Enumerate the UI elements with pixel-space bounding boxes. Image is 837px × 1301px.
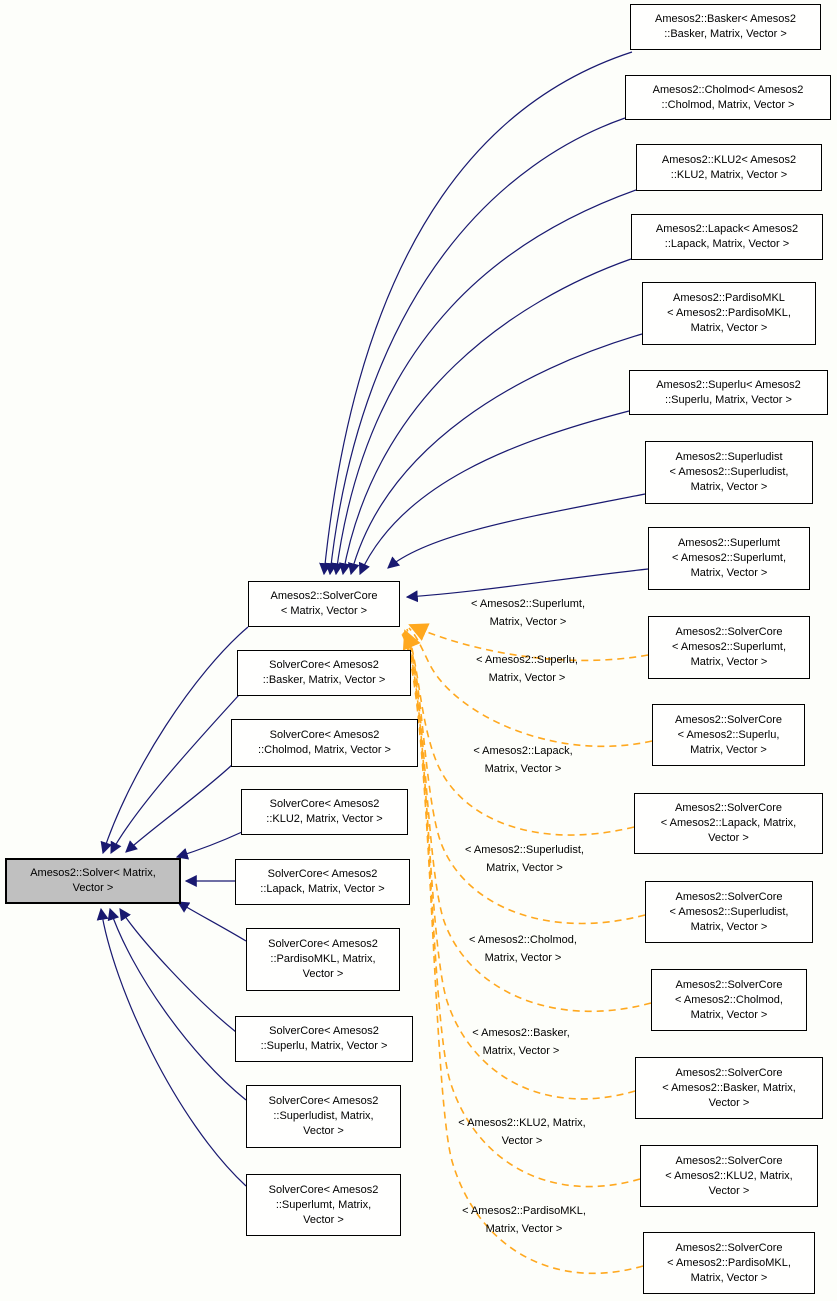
edge-label-lapack: < Amesos2::Lapack, Matrix, Vector > — [473, 745, 573, 775]
edge-label-klu2: < Amesos2::KLU2, Matrix, Vector > — [458, 1117, 586, 1147]
class-node-amesos2-klu2[interactable]: Amesos2::KLU2< Amesos2 ::KLU2, Matrix, V… — [636, 144, 822, 191]
class-node-solvercore-inst-klu2[interactable]: Amesos2::SolverCore < Amesos2::KLU2, Mat… — [640, 1145, 818, 1207]
edge-label-pardisomkl: < Amesos2::PardisoMKL, Matrix, Vector > — [462, 1205, 586, 1235]
edge-sc-basker-to-solver — [110, 694, 240, 855]
edge-sc-superlu-to-solver — [119, 907, 237, 1033]
edge-solvercore-to-solver — [100, 626, 249, 855]
edge-superlu-to-solvercore — [358, 410, 630, 576]
class-node-amesos2-cholmod[interactable]: Amesos2::Cholmod< Amesos2 ::Cholmod, Mat… — [625, 75, 831, 120]
class-node-solvercore-inst-superludist[interactable]: Amesos2::SolverCore < Amesos2::Superludi… — [645, 881, 813, 943]
edge-klu2-to-solvercore — [331, 189, 637, 576]
class-node-solvercore-superludist[interactable]: SolverCore< Amesos2 ::Superludist, Matri… — [246, 1085, 401, 1148]
class-node-amesos2-pardisomkl[interactable]: Amesos2::PardisoMKL < Amesos2::PardisoMK… — [642, 282, 816, 345]
edge-label-superlumt: < Amesos2::Superlumt, Matrix, Vector > — [470, 598, 586, 628]
template-edge-pardisomkl — [401, 633, 644, 1275]
class-node-amesos2-solvercore[interactable]: Amesos2::SolverCore < Matrix, Vector > — [248, 581, 400, 627]
edge-pardisomkl-to-solvercore — [347, 333, 643, 576]
class-node-amesos2-superlumt[interactable]: Amesos2::Superlumt < Amesos2::Superlumt,… — [648, 527, 810, 590]
edge-sc-superlumt-to-solver — [96, 907, 247, 1187]
edge-sc-cholmod-to-solver — [125, 763, 234, 853]
class-node-solvercore-superlumt[interactable]: SolverCore< Amesos2 ::Superlumt, Matrix,… — [246, 1174, 401, 1236]
edge-label-superludist: < Amesos2::Superludist, Matrix, Vector > — [465, 844, 584, 874]
edge-label-superlu: < Amesos2::Superlu, Matrix, Vector > — [476, 654, 578, 684]
class-node-amesos2-superludist[interactable]: Amesos2::Superludist < Amesos2::Superlud… — [645, 441, 813, 504]
edge-label-cholmod: < Amesos2::Cholmod, Matrix, Vector > — [469, 934, 577, 964]
edge-sc-superludist-to-solver — [107, 907, 247, 1101]
class-node-solvercore-inst-basker[interactable]: Amesos2::SolverCore < Amesos2::Basker, M… — [635, 1057, 823, 1119]
class-node-solvercore-inst-lapack[interactable]: Amesos2::SolverCore < Amesos2::Lapack, M… — [634, 793, 823, 854]
edge-sc-pardisomkl-to-solver — [176, 901, 247, 942]
class-node-solvercore-superlu[interactable]: SolverCore< Amesos2 ::Superlu, Matrix, V… — [235, 1016, 413, 1062]
class-node-solvercore-inst-pardisomkl[interactable]: Amesos2::SolverCore < Amesos2::PardisoMK… — [643, 1232, 815, 1294]
class-node-solvercore-pardisomkl[interactable]: SolverCore< Amesos2 ::PardisoMKL, Matrix… — [246, 928, 400, 991]
edge-sc-klu2-to-solver — [175, 831, 243, 860]
class-node-amesos2-solver: Amesos2::Solver< Matrix, Vector > — [5, 858, 181, 904]
class-node-solvercore-inst-superlumt[interactable]: Amesos2::SolverCore < Amesos2::Superlumt… — [648, 616, 810, 679]
edge-superlumt-to-solvercore — [405, 568, 649, 603]
class-node-solvercore-cholmod[interactable]: SolverCore< Amesos2 ::Cholmod, Matrix, V… — [231, 719, 418, 767]
edge-superludist-to-solvercore — [387, 493, 646, 569]
class-node-solvercore-inst-superlu[interactable]: Amesos2::SolverCore < Amesos2::Superlu, … — [652, 704, 805, 766]
template-edge-lapack — [406, 628, 635, 836]
class-node-solvercore-lapack[interactable]: SolverCore< Amesos2 ::Lapack, Matrix, Ve… — [235, 859, 410, 905]
template-edge-superlumt — [408, 623, 649, 662]
class-node-solvercore-inst-cholmod[interactable]: Amesos2::SolverCore < Amesos2::Cholmod, … — [651, 969, 807, 1031]
template-edge-superludist — [405, 629, 646, 925]
template-edge-klu2 — [402, 632, 641, 1188]
edge-label-basker: < Amesos2::Basker, Matrix, Vector > — [472, 1027, 570, 1057]
class-node-solvercore-basker[interactable]: SolverCore< Amesos2 ::Basker, Matrix, Ve… — [237, 650, 411, 696]
class-node-amesos2-superlu[interactable]: Amesos2::Superlu< Amesos2 ::Superlu, Mat… — [629, 370, 828, 415]
edge-basker-to-solvercore — [319, 51, 633, 576]
template-edge-superlu — [408, 627, 653, 748]
class-node-solvercore-klu2[interactable]: SolverCore< Amesos2 ::KLU2, Matrix, Vect… — [241, 789, 408, 835]
edge-lapack-to-solvercore — [339, 258, 632, 576]
class-node-amesos2-lapack[interactable]: Amesos2::Lapack< Amesos2 ::Lapack, Matri… — [631, 214, 823, 260]
edge-cholmod-to-solvercore — [325, 117, 626, 576]
class-node-amesos2-basker[interactable]: Amesos2::Basker< Amesos2 ::Basker, Matri… — [630, 4, 821, 50]
